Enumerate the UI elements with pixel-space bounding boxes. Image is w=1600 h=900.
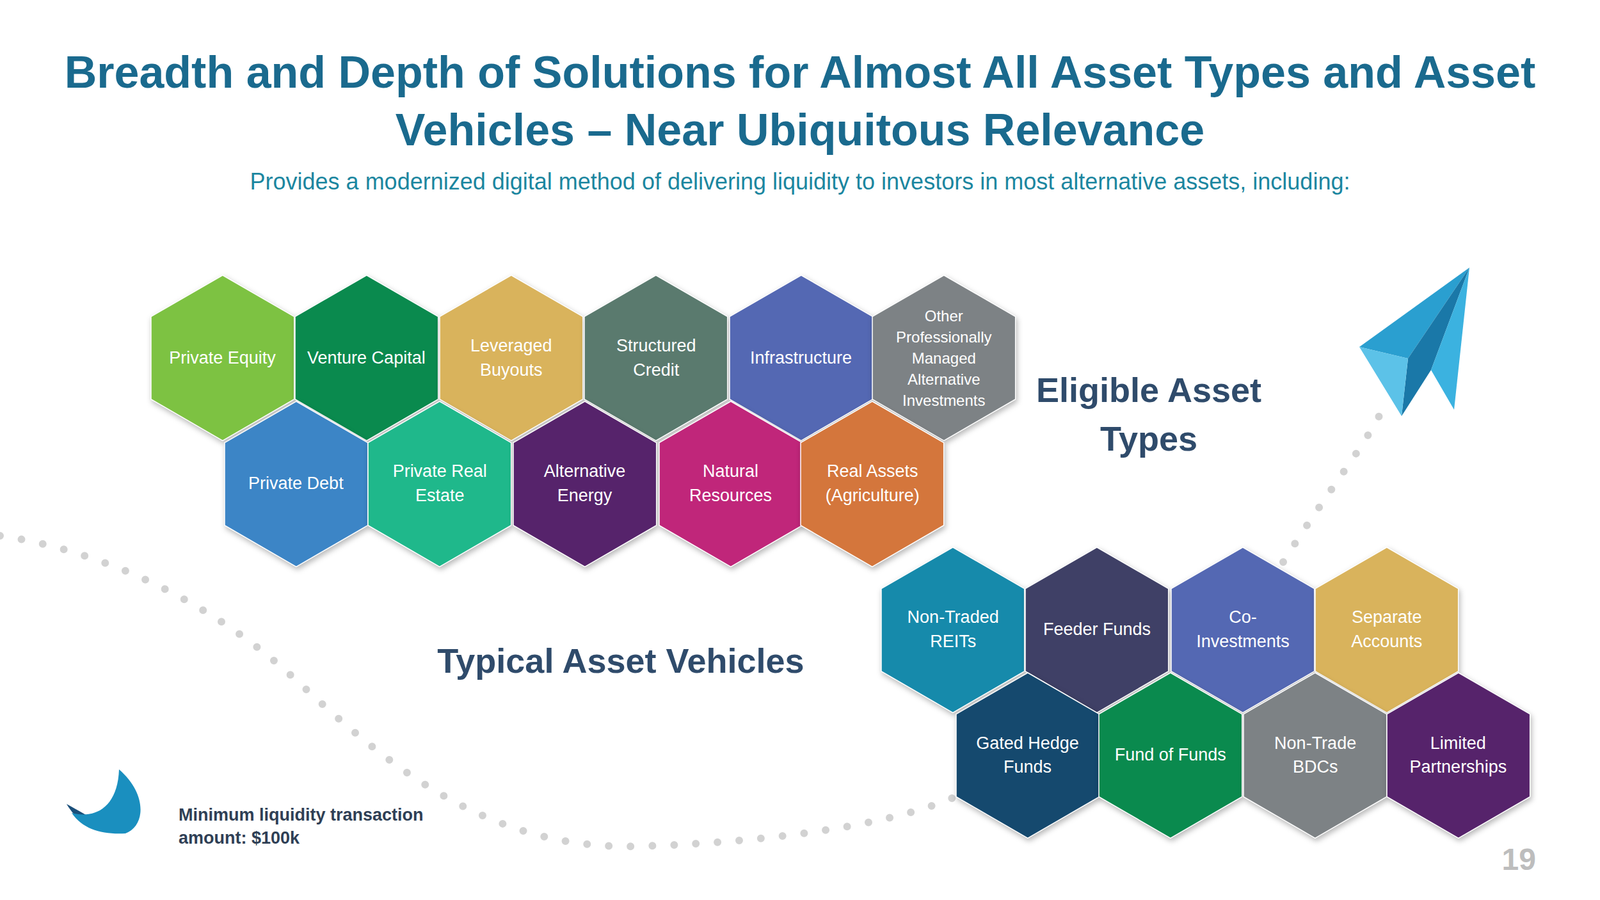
hexagon-label-box: Separate Accounts <box>1326 547 1448 713</box>
hexagon-node: Alternative Energy <box>513 401 657 567</box>
node-text: Venture Capital <box>307 346 426 370</box>
hexagon-fill <box>368 401 512 567</box>
plane-body <box>1401 267 1470 416</box>
hexagon-shape <box>800 401 944 567</box>
hexagon-fill <box>800 401 944 567</box>
node-text: Co-Investments <box>1182 605 1304 654</box>
hexagon-label-box: Leveraged Buyouts <box>451 275 572 441</box>
hexagon-fill <box>224 401 368 567</box>
hexagon-node: Private Debt <box>224 401 368 567</box>
hexagon-label-box: Venture Capital <box>305 275 427 441</box>
node-text: Natural Resources <box>670 459 792 508</box>
hexagon-label-box: Feeder Funds <box>1036 547 1158 713</box>
note: Minimum liquidity transaction amount: $1… <box>178 803 461 850</box>
node-text: Private Equity <box>168 346 276 370</box>
hexagon-label-box: Non-Trade BDCs <box>1255 672 1376 838</box>
hexagon-label-box: Real Assets (Agriculture) <box>812 401 933 567</box>
hexagon-label-box: Gated Hedge Funds <box>967 672 1088 838</box>
logo-mark <box>71 769 141 834</box>
hexagon-label-box: Infrastructure <box>741 275 862 441</box>
hexagon-label-box: Private Real Estate <box>379 401 500 567</box>
hexagon-node: Private Real Estate <box>368 401 512 567</box>
hexagon-label-box: Fund of Funds <box>1110 672 1231 838</box>
logo <box>66 769 141 834</box>
hexagon-fill <box>659 401 803 567</box>
node-text: Leveraged Buyouts <box>451 334 572 383</box>
hexagon-label-box: Private Debt <box>235 401 356 567</box>
node-text: Separate Accounts <box>1326 605 1448 654</box>
plane-wing <box>1431 267 1470 410</box>
node-text: Other Professionally Managed Alternative… <box>883 305 1005 412</box>
hexagon-label-box: Structured Credit <box>595 275 717 441</box>
hexagon-fill <box>1243 672 1387 838</box>
node-text: Private Real Estate <box>379 459 500 508</box>
hexagon-node: Limited Partnerships <box>1386 672 1531 838</box>
hexagon-shape <box>1386 672 1531 838</box>
hexagon-label-box: Alternative Energy <box>524 401 646 567</box>
hexagon-node: Real Assets (Agriculture) <box>800 401 944 567</box>
hexagon-fill <box>1098 672 1243 838</box>
hexagon-shape <box>513 401 657 567</box>
hexagon-fill <box>1386 672 1531 838</box>
hexagon-label-box: Private Equity <box>162 275 283 441</box>
section-heading: Typical Asset Vehicles <box>409 640 832 682</box>
hexagon-shape <box>659 401 803 567</box>
title: Breadth and Depth of Solutions for Almos… <box>38 43 1562 159</box>
hexagon-label-box: Limited Partnerships <box>1397 672 1519 838</box>
hexagon-label-box: Other Professionally Managed Alternative… <box>883 275 1005 441</box>
node-text: Limited Partnerships <box>1397 731 1519 780</box>
hexagon-node: Non-Trade BDCs <box>1243 672 1387 838</box>
node-text: Gated Hedge Funds <box>967 731 1088 780</box>
node-text: Infrastructure <box>750 346 852 370</box>
hexagon-shape <box>1243 672 1387 838</box>
node-text: Feeder Funds <box>1043 617 1151 642</box>
hexagon-fill <box>513 401 657 567</box>
hexagon-node: Natural Resources <box>659 401 803 567</box>
subtitle: Provides a modernized digital method of … <box>38 167 1562 196</box>
plane-fold <box>1359 346 1408 416</box>
hexagon-node: Gated Hedge Funds <box>956 672 1100 838</box>
node-text: Real Assets (Agriculture) <box>812 459 933 508</box>
hexagon-node: Fund of Funds <box>1098 672 1243 838</box>
paper-plane <box>1359 267 1470 416</box>
node-text: Structured Credit <box>595 334 717 383</box>
node-text: Fund of Funds <box>1114 743 1227 767</box>
hexagon-shape <box>956 672 1100 838</box>
node-text: Private Debt <box>248 471 344 496</box>
section-heading: Eligible Asset Types <box>1024 366 1274 463</box>
node-text: Non-Traded REITs <box>892 605 1014 654</box>
hexagon-label-box: Co-Investments <box>1182 547 1304 713</box>
page-number: 19 <box>1465 840 1536 879</box>
hexagon-fill <box>956 672 1100 838</box>
node-text: Non-Trade BDCs <box>1255 731 1376 780</box>
node-text: Alternative Energy <box>524 459 646 508</box>
hexagon-label-box: Non-Traded REITs <box>892 547 1014 713</box>
hexagon-shape <box>368 401 512 567</box>
hexagon-label-box: Natural Resources <box>670 401 792 567</box>
